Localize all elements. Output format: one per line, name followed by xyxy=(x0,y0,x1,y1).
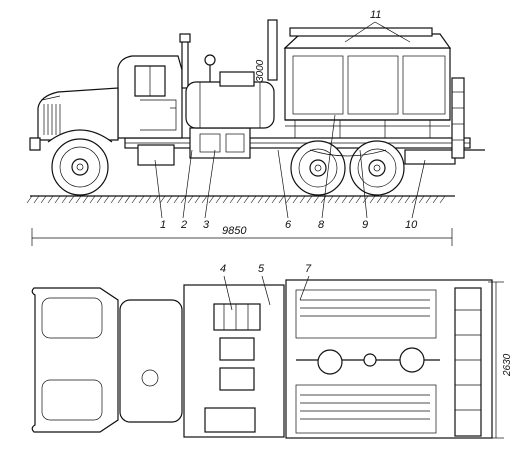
fuel-tank xyxy=(137,144,175,166)
ground-line xyxy=(26,195,455,204)
callout-10: 10 xyxy=(405,219,418,231)
top-tank-body xyxy=(285,279,493,439)
horizontal-tank xyxy=(185,54,275,129)
hood xyxy=(29,87,119,151)
top-equipment xyxy=(183,284,285,438)
callout-2: 2 xyxy=(180,219,187,231)
callout-7: 7 xyxy=(305,263,312,275)
top-cab xyxy=(31,287,183,433)
callout-4: 4 xyxy=(220,263,226,275)
dimension-width: 2630 xyxy=(488,281,513,439)
side-view: 9850 3000 1 2 3 6 8 9 10 11 xyxy=(26,9,485,246)
callout-8: 8 xyxy=(318,219,325,231)
top-view: 2630 4 5 7 xyxy=(31,263,513,439)
rear-ladder xyxy=(451,77,485,159)
dim-height-label: 3000 xyxy=(255,59,266,82)
dimension-length: 9850 xyxy=(31,225,453,246)
callout-1: 1 xyxy=(160,219,166,231)
cargo-tanks xyxy=(283,27,452,138)
top-callouts: 4 5 7 xyxy=(220,263,312,311)
dim-length-label: 9850 xyxy=(222,225,247,237)
callout-5: 5 xyxy=(258,263,265,275)
callout-3: 3 xyxy=(203,219,210,231)
callout-9: 9 xyxy=(362,219,368,231)
callout-6: 6 xyxy=(285,219,292,231)
front-wheel xyxy=(47,129,113,196)
callout-11: 11 xyxy=(370,9,381,21)
rear-wheel-1 xyxy=(290,140,346,196)
dim-width-label: 2630 xyxy=(502,353,513,377)
cab xyxy=(117,55,183,139)
rear-wheel-2 xyxy=(349,140,405,196)
exhaust-mast xyxy=(179,19,278,89)
side-callouts: 1 2 3 6 8 9 10 11 xyxy=(154,9,426,231)
leaf-spring xyxy=(309,149,387,157)
